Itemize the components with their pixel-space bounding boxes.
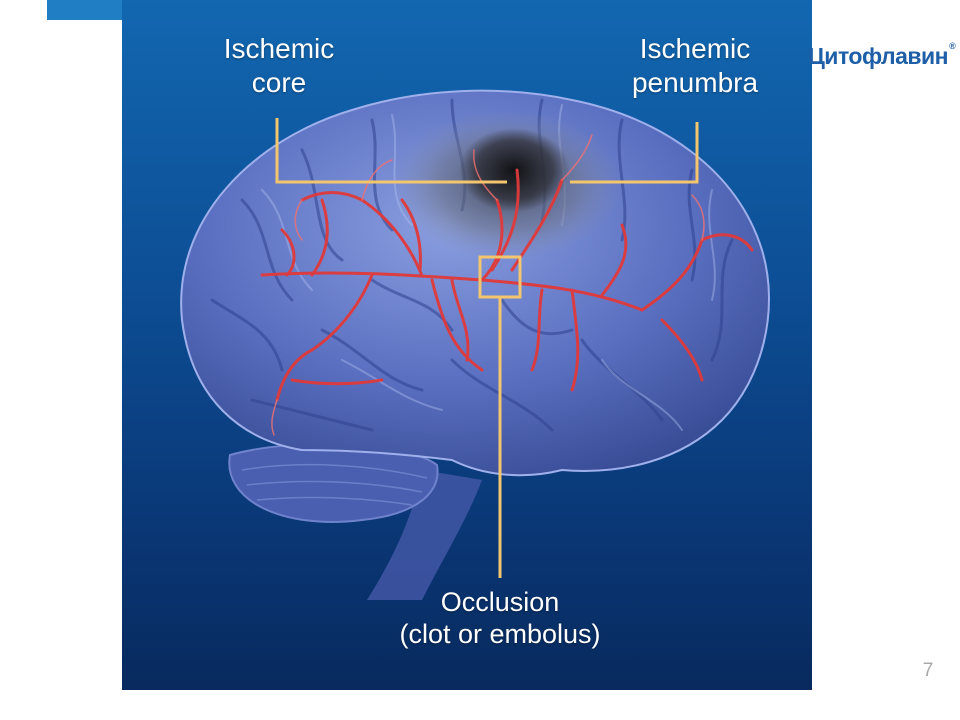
page-number: 7 xyxy=(922,660,934,681)
core-region xyxy=(459,128,569,212)
brain-stem xyxy=(367,470,482,600)
ischemic-core-label: Ischemic core xyxy=(223,33,335,98)
brain-ischemia-illustration: Ischemic core Ischemic penumbra Occlusio… xyxy=(122,0,812,690)
ischemic-penumbra-label: Ischemic penumbra xyxy=(631,33,759,98)
penumbra-callout-line xyxy=(570,122,699,184)
registered-mark: ® xyxy=(949,41,956,51)
occlusion-label: Occlusion (clot or embolus) xyxy=(399,587,601,650)
artery-network xyxy=(260,168,754,402)
callout-lines xyxy=(275,118,699,578)
brand-logo: Цитофлавин® xyxy=(808,41,956,70)
top-accent-bar xyxy=(47,0,125,20)
core-callout-line xyxy=(275,118,507,184)
logo-text: Цитофлавин xyxy=(808,43,949,69)
